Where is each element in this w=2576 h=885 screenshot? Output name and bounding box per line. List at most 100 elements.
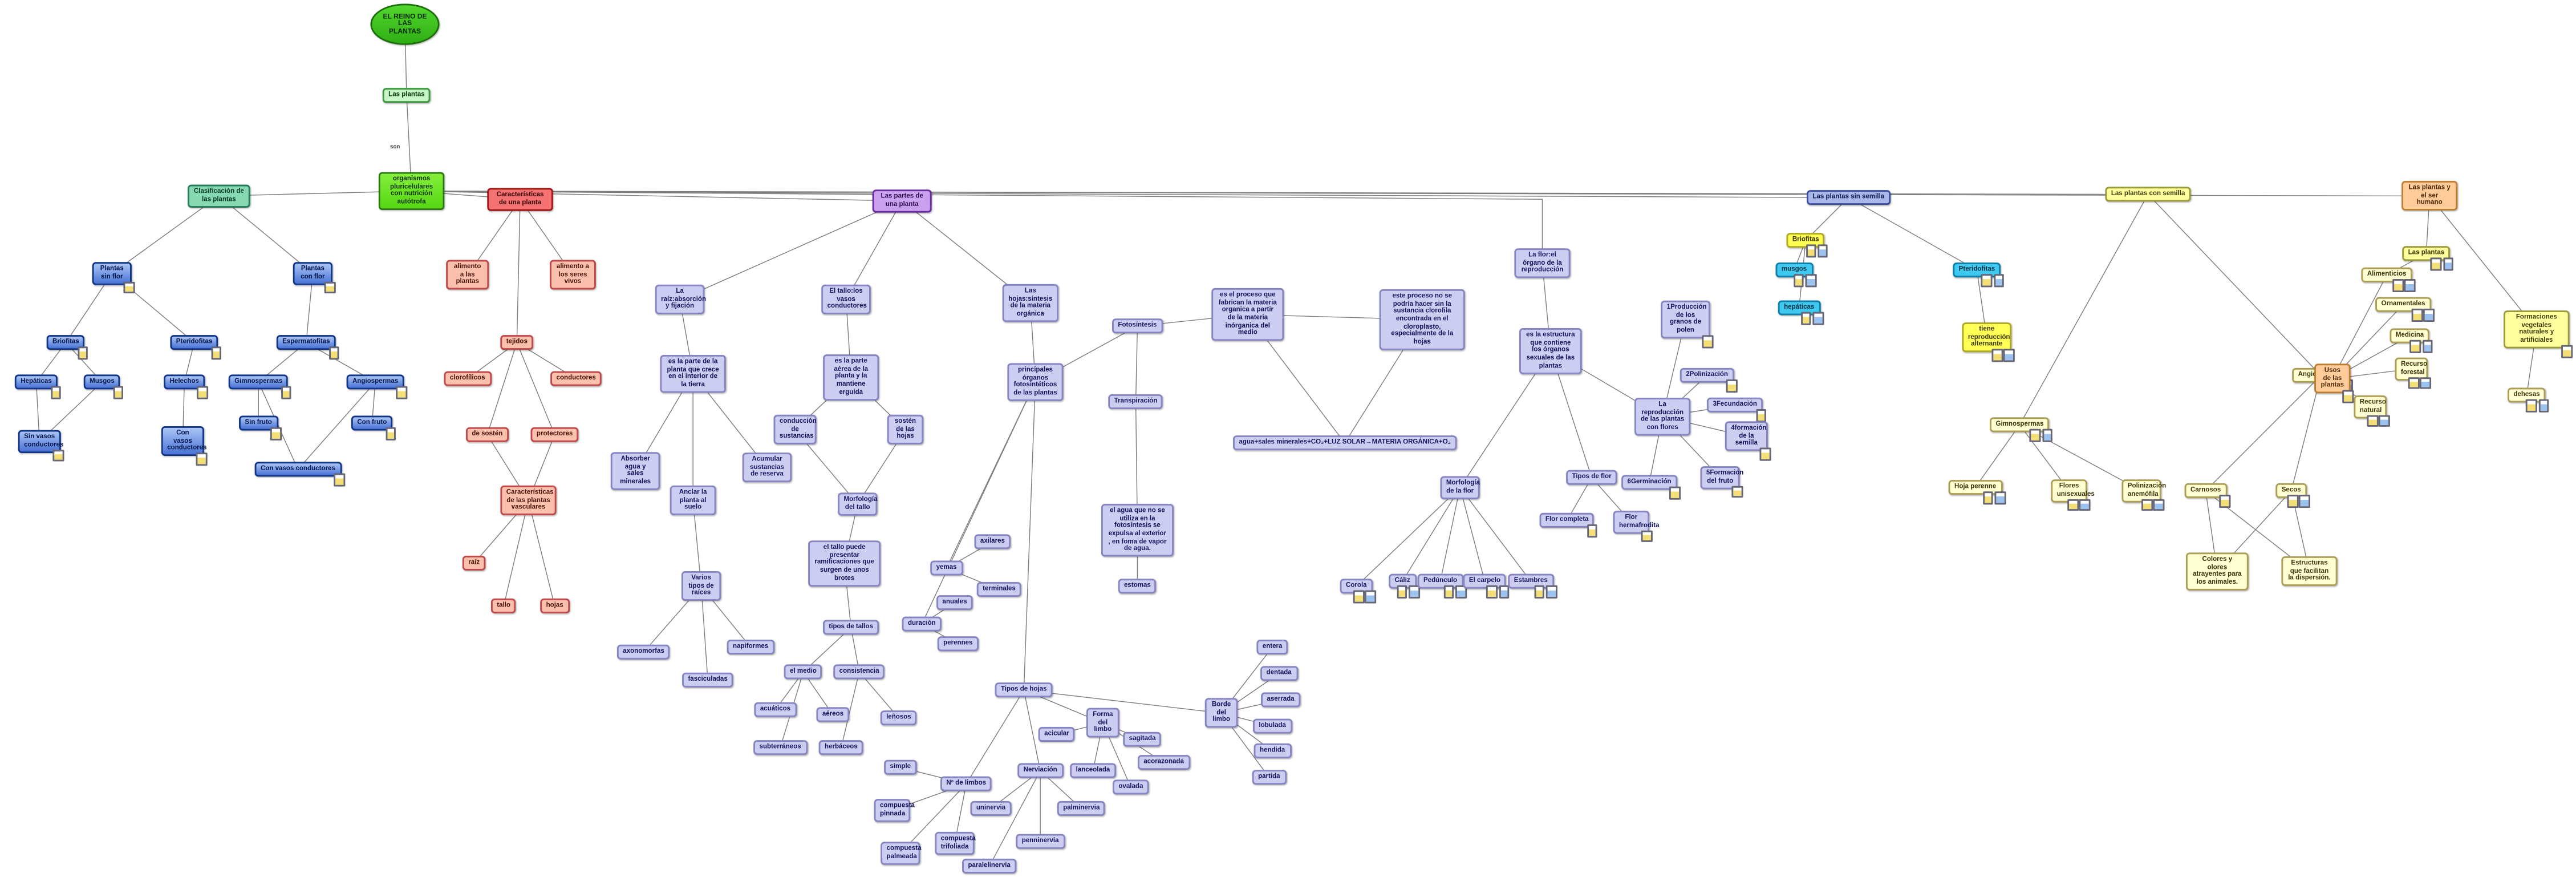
node-sin-fruto[interactable]: Sin fruto [239,415,282,441]
node-el-medio[interactable]: el medio [784,664,823,680]
node-musgos-ss[interactable]: musgos [1775,262,1816,287]
node-napiformes[interactable]: napiformes [727,640,774,655]
resource-icon[interactable] [1443,585,1455,599]
node-recurso-natural[interactable]: Recurso natural [2354,395,2390,427]
node-pteridofitas[interactable]: Pteridofitas [170,335,222,359]
node-borde-limbo[interactable]: Borde del limbo [1204,698,1238,729]
resource-icon[interactable] [2408,377,2420,390]
node-conduccion[interactable]: conducción de sustancias [773,414,817,445]
node-gimnospermas[interactable]: Gimnospermas [1990,417,2053,442]
resource-icon[interactable] [196,453,208,466]
node-ovalada[interactable]: ovalada [1113,779,1149,795]
node-perennes[interactable]: perennes [937,636,979,652]
resource-icon[interactable] [328,346,339,359]
node-ornamentales[interactable]: Ornamentales [2375,297,2435,322]
node-hendida[interactable]: hendida [1253,743,1291,759]
node-num-limbos[interactable]: Nº de limbos [940,776,992,792]
node-acuaticos[interactable]: acuáticos [754,702,797,718]
resource-icon[interactable] [2392,279,2404,292]
node-medicina[interactable]: Medicina [2390,328,2433,353]
resource-icon[interactable] [1982,491,1994,504]
node-el-tallo[interactable]: El tallo:los vasos conductores [821,284,871,315]
resource-icon[interactable] [2379,415,2390,427]
resource-icon[interactable] [1455,585,1467,599]
node-morfologia-tallo[interactable]: Morfología del tallo [838,492,878,516]
node-fasciculadas[interactable]: fasciculadas [682,672,734,688]
node-consistencia[interactable]: consistencia [833,664,885,680]
node-formacion-fruto[interactable]: 5Formación del fruto [1700,466,1743,499]
node-cloroplasto-desc[interactable]: este proceso no se podría hacer sin la s… [1379,289,1465,350]
node-briofitas-ss[interactable]: Briofitas [1786,233,1828,257]
node-espermatofitas[interactable]: Espermatofitas [276,335,339,359]
node-flor-desc[interactable]: es la estructura que contiene los órgano… [1519,328,1582,374]
node-polinizacion-anemofila[interactable]: Polinización anemófila [2121,479,2166,512]
node-yemas[interactable]: yemas [930,560,963,576]
resource-icon[interactable] [1755,409,1767,422]
resource-icon[interactable] [1545,585,1557,599]
node-hojas-desc[interactable]: principales órganos fotosintéticos de la… [1007,363,1064,401]
node-lobulada[interactable]: lobulada [1252,718,1292,734]
node-alimenticios[interactable]: Alimenticios [2361,267,2416,292]
node-axonomorfas[interactable]: axonomorfas [616,644,671,660]
node-subterraneos[interactable]: subterráneos [753,740,808,755]
resource-icon[interactable] [1760,448,1771,461]
resource-icon[interactable] [1408,585,1419,599]
node-musgos[interactable]: Musgos [83,374,124,399]
node-acumular[interactable]: Acumular sustancias de reserva [742,452,792,483]
node-aserrada[interactable]: aserrada [1261,692,1300,708]
node-lanceolada[interactable]: lanceolada [1070,763,1116,779]
resource-icon[interactable] [1994,491,2006,504]
resource-icon[interactable] [1702,335,1714,348]
resource-icon[interactable] [1805,244,1816,257]
node-herbaceos[interactable]: herbáceos [818,740,864,755]
node-conductores[interactable]: conductores [550,371,602,387]
node-sin-vasos[interactable]: Sin vasos conductores [18,430,64,462]
node-formula[interactable]: agua+sales minerales+CO₂+LUZ SOLAR→MATER… [1232,435,1457,451]
resource-icon[interactable] [2420,377,2432,390]
resource-icon[interactable] [2299,495,2310,508]
node-raiz-desc[interactable]: es la parte de la planta que crece en el… [660,355,726,393]
resource-icon[interactable] [1587,524,1598,538]
node-forma-limbo[interactable]: Forma del limbo [1086,708,1119,738]
node-clorofilicos[interactable]: clorofílicos [444,371,491,387]
node-helechos[interactable]: Helechos [164,374,209,399]
node-alimento-seres[interactable]: alimento a los seres vivos [550,260,596,290]
node-alimento-plantas[interactable]: alimento a las plantas [446,260,489,290]
node-recurso-forestal[interactable]: Recurso forestal [2395,357,2432,390]
resource-icon[interactable] [1365,591,1376,603]
resource-icon[interactable] [1726,379,1738,393]
resource-icon[interactable] [1396,585,1407,599]
node-pedunculo[interactable]: Pedúnculo [1417,573,1467,599]
node-plantas-con-flor[interactable]: Plantas con flor [293,262,336,294]
node-usos-plantas[interactable]: Usos de las plantas [2314,363,2354,403]
node-estomas[interactable]: estomas [1118,579,1157,594]
node-con-fruto[interactable]: Con fruto [351,415,396,441]
node-dentada[interactable]: dentada [1260,666,1298,681]
resource-icon[interactable] [2067,499,2079,512]
resource-icon[interactable] [2431,257,2442,270]
node-con-semilla[interactable]: Las plantas con semilla [2105,187,2191,202]
node-transpiracion-desc[interactable]: el agua que no se utiliza en la fotosínt… [1101,503,1174,557]
node-carnosos[interactable]: Carnosos [2184,483,2230,508]
resource-icon[interactable] [210,346,222,359]
node-flores-unisexuales[interactable]: Flores unisexuales [2051,479,2095,512]
node-duracion[interactable]: duración [902,616,942,632]
resource-icon[interactable] [2219,495,2230,508]
node-uninervia[interactable]: uninervia [970,801,1012,817]
node-caracteristicas[interactable]: Características de una planta [487,188,553,211]
resource-icon[interactable] [2443,257,2454,270]
node-de-sosten[interactable]: de sostén [466,427,509,443]
node-simple[interactable]: simple [884,759,917,775]
resource-icon[interactable] [112,386,124,399]
resource-icon[interactable] [1817,244,1828,257]
resource-icon[interactable] [385,427,396,441]
node-gimnospermas-c[interactable]: Gimnospermas [228,374,292,399]
node-flor-hermafrodita[interactable]: Flor hermafrodita [1613,511,1660,543]
node-estructuras-dispersion[interactable]: Estructuras que facilitan la dispersión. [2281,556,2338,587]
resource-icon[interactable] [2410,340,2421,353]
node-organismos[interactable]: organismos pluricelulares con nutrición … [378,172,445,210]
node-acicular[interactable]: acicular [1038,727,1076,742]
node-penninervia[interactable]: penninervia [1016,834,1065,850]
node-produccion-polen[interactable]: 1Producción de los granos de polen [1661,300,1714,348]
node-dehesas[interactable]: dehesas [2507,387,2549,413]
